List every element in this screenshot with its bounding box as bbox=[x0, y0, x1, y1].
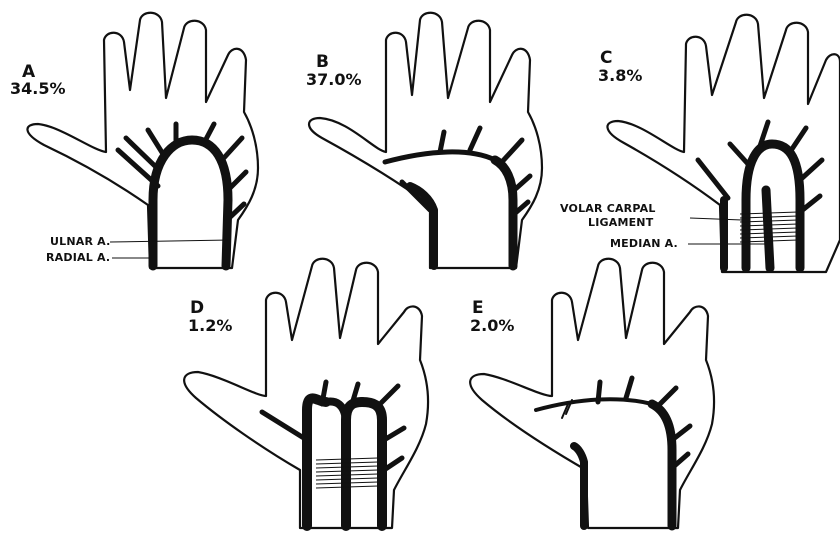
panel-a-percent: 34.5% bbox=[10, 81, 66, 97]
panel-b-letter: B bbox=[316, 54, 329, 71]
panel-e-hand bbox=[470, 259, 714, 528]
radial-artery-label: RADIAL A. bbox=[46, 252, 110, 263]
ulnar-artery-label: ULNAR A. bbox=[50, 236, 110, 247]
volar-carpal-label-line1: VOLAR CARPAL bbox=[560, 203, 656, 214]
median-artery-label: MEDIAN A. bbox=[610, 238, 678, 249]
panel-d-letter: D bbox=[190, 300, 204, 317]
panel-c-percent: 3.8% bbox=[598, 68, 642, 84]
volar-carpal-label-line2: LIGAMENT bbox=[588, 217, 653, 228]
panel-d-percent: 1.2% bbox=[188, 318, 232, 334]
panel-e-percent: 2.0% bbox=[470, 318, 514, 334]
panel-e-letter: E bbox=[472, 300, 484, 317]
panel-c-letter: C bbox=[600, 50, 612, 67]
panel-b-hand bbox=[309, 13, 542, 268]
panel-b-percent: 37.0% bbox=[306, 72, 362, 88]
